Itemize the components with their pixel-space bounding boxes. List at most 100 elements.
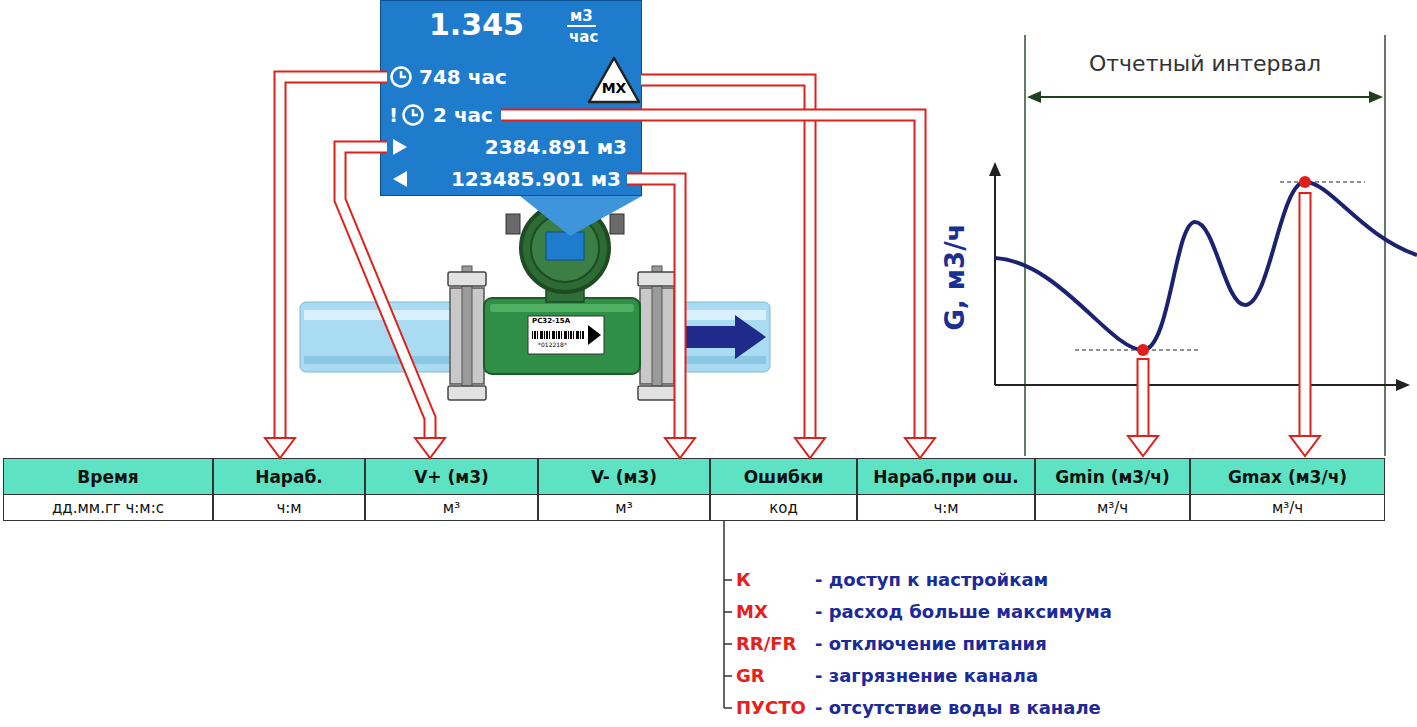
flow-chart [1024,35,1026,456]
flow-chart [1035,96,1375,98]
table-unit-cell: м³ [365,494,538,521]
table-header-cell: V+ (м3) [365,458,538,495]
table-header-cell: Ошибки [710,458,857,495]
display-panel: 1.345 м3час 748 час! 2 час 2384.891 м3 123485… [380,0,642,196]
triR-icon [391,137,409,157]
direction-mark [393,139,407,155]
unit-text: ч:м [933,499,958,517]
table-header-cell: Время [3,458,213,495]
forward-volume-value: 2384.891 м3 [485,135,627,159]
runtime-row: 748 час [387,63,515,91]
arrow-fill [627,179,680,441]
code-list-bracket [723,521,725,708]
triL-icon [391,169,409,189]
table-unit-cell: ч:м [857,494,1035,521]
code-list-bracket [724,521,732,708]
display-pointer [520,196,642,236]
error-code: RR/FR [736,632,796,656]
table-unit-cell: м³/ч [1190,494,1385,521]
unit-denominator: час [567,28,600,46]
interval-title: Отчетный интервал [1030,50,1380,78]
arrow-head [905,438,935,458]
min-max-arrow [1128,436,1158,456]
clock-face [404,106,423,125]
callout-arrow [641,80,825,458]
unit-text: м³ [443,499,460,517]
table-unit-cell: м³ [538,494,710,521]
transmitter-head [610,214,624,234]
meter-body [490,304,634,312]
callout-arrow [627,179,695,458]
header-text: Нараб.при ош. [873,467,1019,487]
runtime-value: 748 час [419,65,507,89]
forward-volume-row: 2384.891 м3 [387,133,633,161]
header-text: V- (м3) [591,467,657,487]
flow-chart [1384,35,1386,456]
transmitter-head [506,214,520,234]
reverse-volume-row: 123485.901 м3 [387,165,627,193]
error-description: - загрязнение канала [815,664,1038,688]
error-description: - расход больше максимума [815,600,1112,624]
reverse-volume-value: 123485.901 м3 [451,167,621,191]
code-list-bracket [724,643,732,645]
flow-chart [1369,91,1383,103]
min-max-arrow [1128,192,1320,456]
code-list-bracket [724,707,732,709]
bolt-nut [638,386,676,400]
meter-body [484,298,640,374]
flow-chart [1027,91,1041,103]
table-header-cell: Нараб. [213,458,365,495]
direction-mark [393,171,407,187]
min-max-arrow [1301,194,1310,439]
error-code: ПУСТО [736,696,806,720]
flow-chart [989,162,1001,176]
flow-direction-arrow [682,315,766,359]
flow-chart [1137,344,1149,356]
clock-icon [401,103,425,127]
table-unit-cell: ч:м [213,494,365,521]
model-name: PC32-15A [532,317,570,326]
arrow-head [415,438,445,458]
unit-numerator: м3 [567,7,596,27]
table-unit-cell: м³/ч [1035,494,1190,521]
flow-chart [1396,379,1410,391]
serial-number: *012218* [538,341,567,349]
clock-hands [401,71,406,77]
axis-label: G, м3/ч [940,217,970,337]
clock-hands [413,109,418,115]
bolt-nut [448,272,486,286]
error-code: К [736,568,751,592]
table-header-cell: Нараб.при ош. [857,458,1035,495]
table-unit-cell: дд.мм.гг ч:м:с [3,494,213,521]
unit-text: м³/ч [1272,499,1303,517]
table-header-cell: Gmin (м3/ч) [1035,458,1190,495]
header-text: Gmin (м3/ч) [1055,467,1170,487]
code-list-bracket [724,579,732,581]
header-text: Время [77,467,138,487]
clock-face [392,68,411,87]
unit-text: м³ [615,499,632,517]
meter-body [588,325,601,345]
warning-code: MX [587,80,641,97]
arrow-outline [641,80,810,440]
flow-chart [989,35,1417,456]
display-pointer [520,196,642,236]
error-description: - доступ к настройкам [815,568,1048,592]
unit-text: дд.мм.гг ч:м:с [52,499,164,517]
min-max-arrow [1139,360,1148,439]
clock-icon [389,65,413,89]
overflow-warning-triangle: MX [587,55,641,105]
header-text: Ошибки [744,467,824,487]
flow-rate-value: 1.345 [429,7,524,43]
flow-chart [995,182,1417,350]
error-runtime-value: 2 час [433,103,493,127]
code-list-bracket [724,675,732,677]
bolt-nut [638,272,676,286]
unit-text: м³/ч [1097,499,1128,517]
flow-chart [995,384,1400,386]
error-runtime-row: ! 2 час [387,101,501,129]
min-max-arrow [1137,358,1150,438]
error-mark: ! [389,103,398,127]
